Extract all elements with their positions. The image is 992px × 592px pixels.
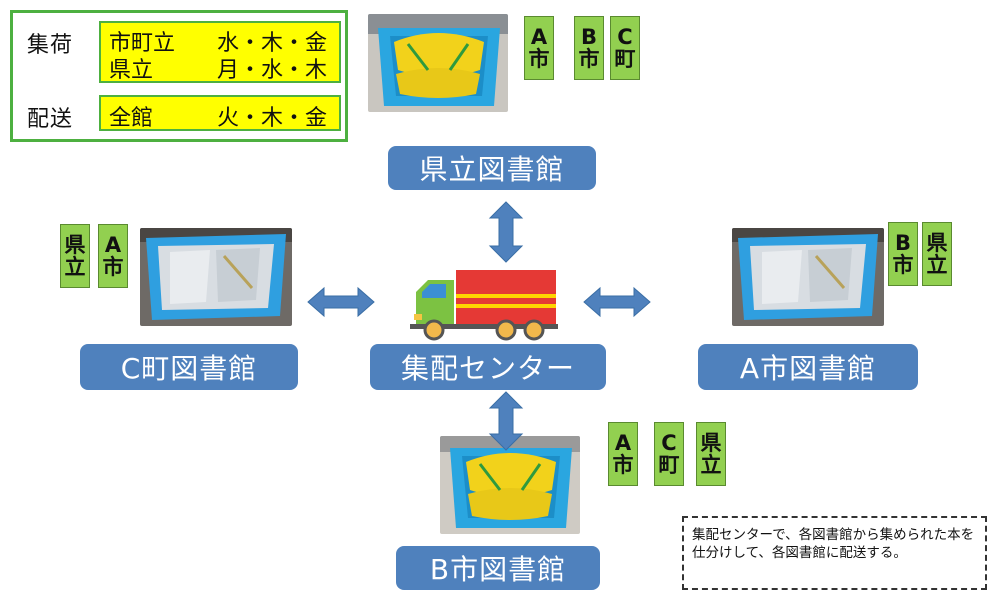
explanation-note: 集配センターで、各図書館から集められた本を仕分けして、各図書館に配送する。 — [682, 516, 987, 590]
pickup-schedule: 市町立 水・木・金 県立 月・水・木 — [99, 21, 341, 83]
crate-photo-bottom — [440, 436, 580, 534]
delivery-days: 火・木・金 — [217, 106, 328, 131]
delivery-label: 配送 — [27, 107, 74, 132]
pickup-label: 集荷 — [27, 33, 74, 58]
explanation-note-text: 集配センターで、各図書館から集められた本を仕分けして、各図書館に配送する。 — [692, 527, 975, 561]
prefectural-library-label: 県立図書館 — [388, 146, 596, 190]
distribution-center-label: 集配センター — [370, 344, 606, 390]
pickup-line1-who: 市町立 — [109, 31, 176, 56]
delivery-truck-icon — [410, 270, 558, 341]
arrow-right-double — [583, 286, 651, 318]
tag-right-2: 県立 — [922, 222, 952, 286]
pickup-line1-days: 水・木・金 — [217, 31, 328, 56]
schedule-box: 集荷 市町立 水・木・金 県立 月・水・木 配送 全館 火・木・金 — [10, 10, 348, 142]
town-c-library-label: C町図書館 — [80, 344, 298, 390]
crate-photo-right — [732, 228, 884, 326]
tag-bottom-3: 県立 — [696, 422, 726, 486]
arrow-bottom-double — [488, 391, 524, 451]
city-a-library-label: A市図書館 — [698, 344, 918, 390]
crate-photo-top — [368, 14, 508, 112]
crate-photo-left — [140, 228, 292, 326]
arrow-left-double — [307, 286, 375, 318]
pickup-line2-who: 県立 — [109, 58, 154, 83]
pickup-line2-days: 月・水・木 — [217, 58, 328, 83]
delivery-who: 全館 — [109, 106, 154, 131]
tag-left-1: 県立 — [60, 224, 90, 288]
delivery-schedule: 全館 火・木・金 — [99, 95, 341, 131]
city-b-library-label: B市図書館 — [396, 546, 600, 590]
arrow-top-double — [488, 201, 524, 263]
